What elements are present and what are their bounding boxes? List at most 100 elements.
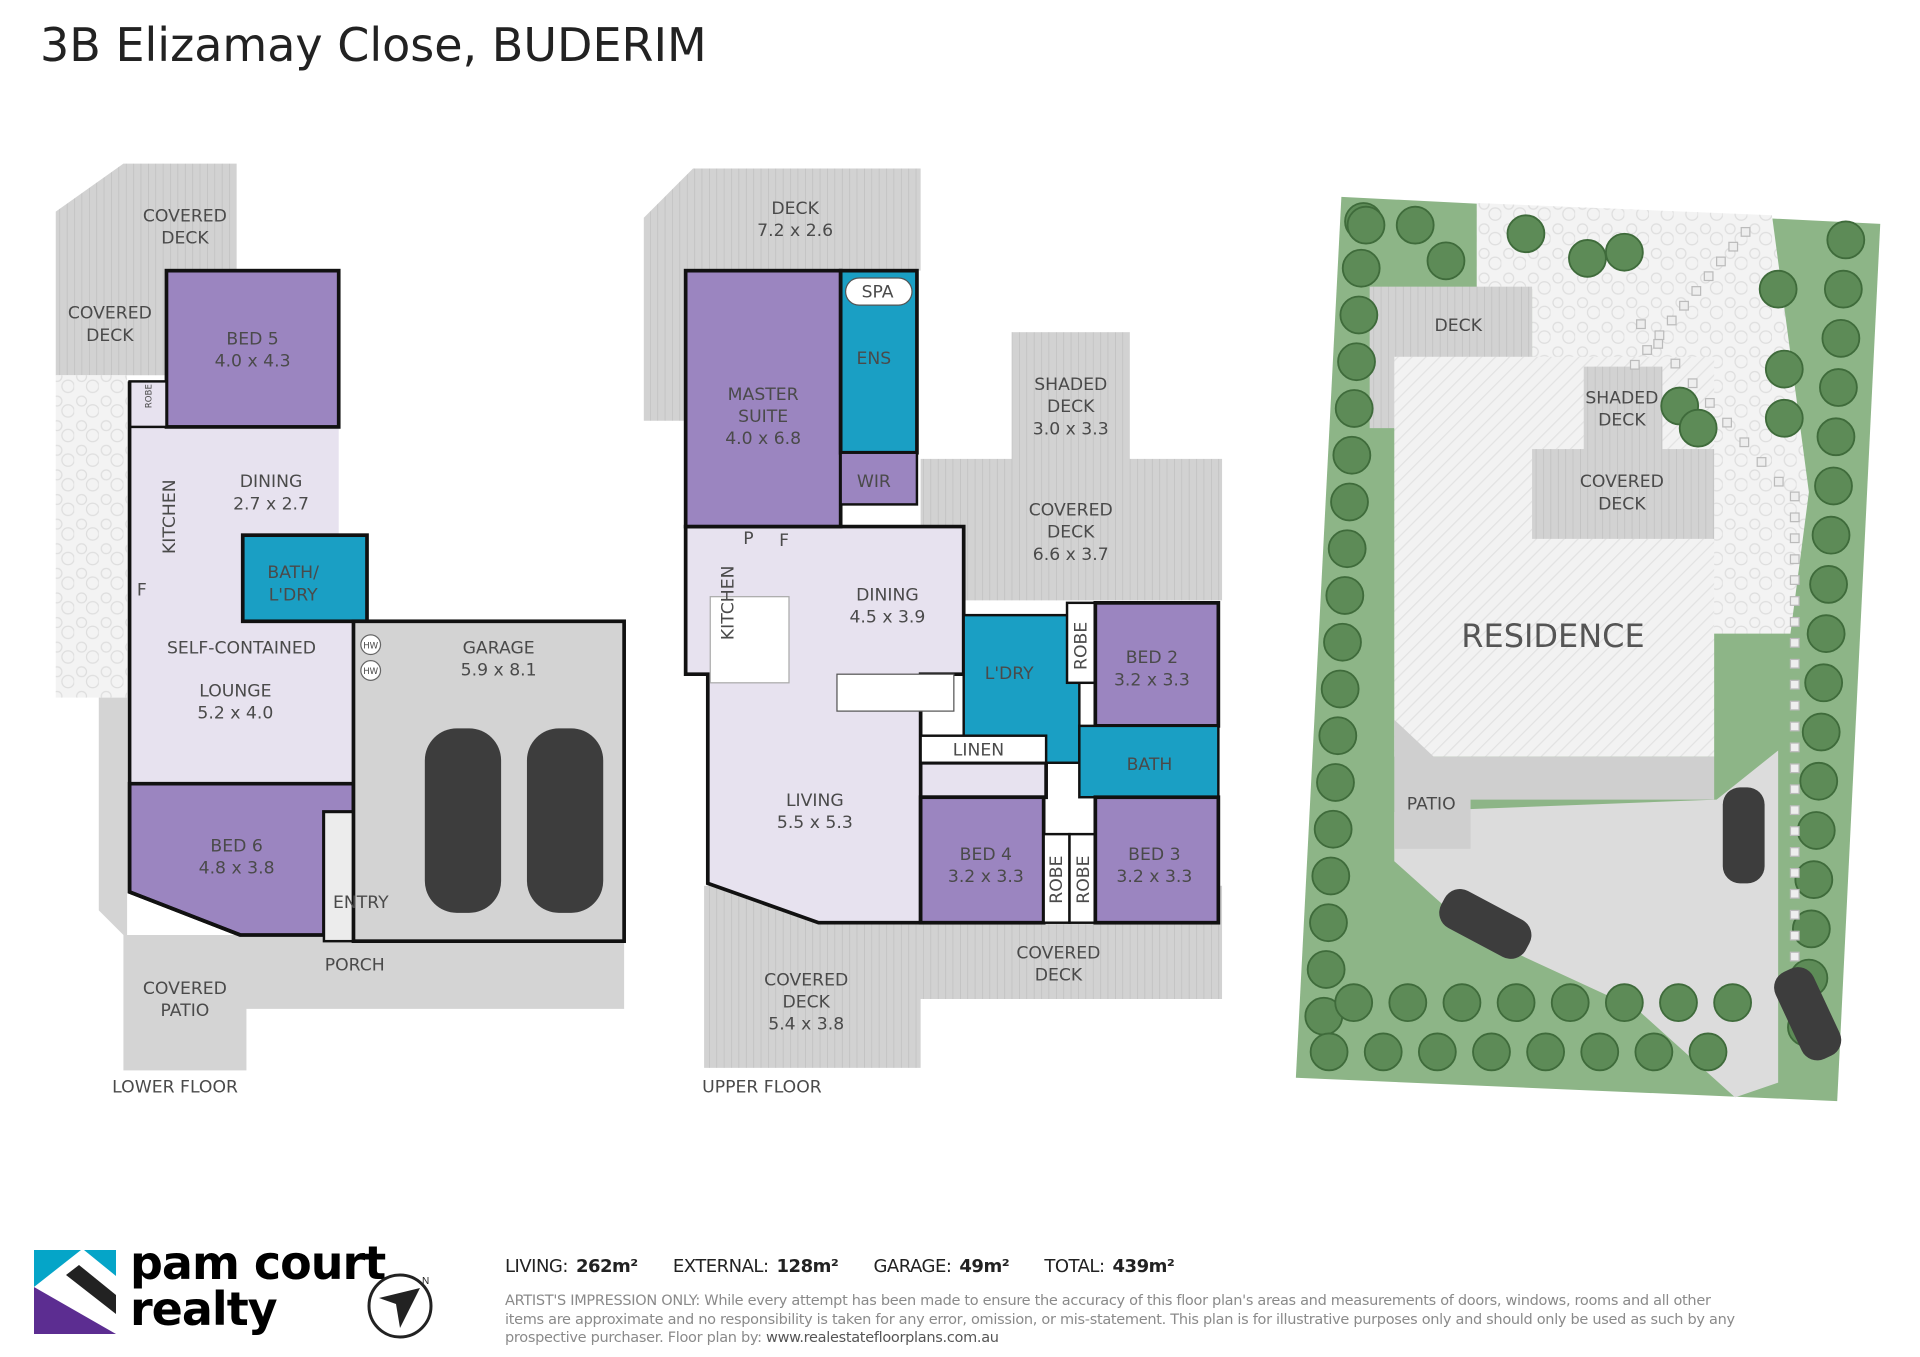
- room-bed4: [918, 795, 1046, 925]
- tree-icon: [1306, 950, 1346, 989]
- tree-icon: [1550, 983, 1590, 1023]
- hw-label: HW: [363, 641, 378, 651]
- stepping-stone: [1789, 721, 1800, 732]
- room-label: PORCH: [325, 956, 385, 976]
- tree-icon: [1339, 295, 1379, 335]
- stepping-stone: [1687, 378, 1698, 389]
- room-label: ROBE: [1072, 622, 1092, 670]
- room-label: 3.2 x 3.3: [948, 867, 1024, 887]
- stepping-stone: [1773, 476, 1784, 487]
- patio: [1394, 719, 1715, 849]
- tree-icon: [1758, 269, 1798, 309]
- stepping-stone: [1756, 457, 1767, 467]
- room-label: KITCHEN: [160, 479, 180, 554]
- room-label: ROBE: [145, 384, 155, 408]
- compass-icon: N: [367, 1273, 433, 1339]
- stepping-stone: [1789, 512, 1800, 523]
- covered-deck-top: [55, 163, 237, 376]
- tree-icon: [1363, 1032, 1403, 1072]
- tree-icon: [1327, 529, 1367, 569]
- stepping-stone: [1789, 951, 1800, 962]
- stepping-stone: [1789, 826, 1800, 836]
- tree-icon: [1826, 220, 1866, 260]
- tree-icon: [1442, 983, 1482, 1023]
- stepping-stone: [1691, 286, 1702, 296]
- room-label: KITCHEN: [719, 566, 739, 641]
- tree-icon: [1634, 1032, 1674, 1072]
- tree-icon: [1318, 716, 1358, 756]
- covered-deck-south: [704, 885, 1223, 1068]
- tree-icon: [1801, 712, 1841, 752]
- room-label: BED 3: [1128, 845, 1180, 865]
- tree-icon: [1311, 856, 1351, 896]
- tree-icon: [1320, 669, 1360, 709]
- stepping-stone: [1739, 437, 1750, 448]
- tree-icon: [1823, 269, 1863, 309]
- stepping-stone: [1704, 397, 1715, 408]
- room-label: PATIO: [160, 1001, 209, 1021]
- floorplan-link[interactable]: www.realestatefloorplans.com.au: [766, 1330, 999, 1346]
- floor-label: UPPER FLOOR: [702, 1077, 822, 1097]
- tree-icon: [1334, 389, 1374, 428]
- room-bath: [240, 533, 369, 624]
- stepping-stone: [1789, 637, 1800, 648]
- tree-icon: [1346, 205, 1386, 245]
- tree-icon: [1341, 248, 1381, 288]
- room-label: BATH/: [267, 563, 319, 583]
- tree-icon: [1332, 435, 1372, 475]
- room-label: 4.8 x 3.8: [199, 858, 275, 878]
- room-label: BATH: [1127, 755, 1173, 775]
- room-label: SPA: [862, 283, 894, 303]
- tree-icon: [1713, 983, 1752, 1023]
- room-label: L'DRY: [985, 664, 1034, 684]
- room-label: DECK: [1047, 397, 1095, 417]
- external-area: 128m²: [776, 1256, 839, 1277]
- room-label: COVERED: [764, 970, 848, 990]
- robe-2: [1042, 832, 1071, 924]
- tree-icon: [1395, 205, 1435, 245]
- tree-icon: [1472, 1032, 1511, 1072]
- room-label: LIVING: [786, 791, 844, 811]
- room-label: 4.0 x 6.8: [725, 429, 801, 449]
- room-label: GARAGE: [463, 638, 535, 658]
- hw-label: HW: [363, 667, 378, 677]
- brand-line2: realty: [130, 1282, 278, 1336]
- stepping-stone: [1642, 345, 1653, 355]
- room-label: 5.2 x 4.0: [197, 703, 273, 723]
- external-label: EXTERNAL:: [672, 1256, 769, 1277]
- tree-icon: [1764, 349, 1804, 389]
- room-label: 5.5 x 5.3: [777, 813, 853, 833]
- stepping-stone: [1716, 256, 1726, 267]
- room-label: 4.0 x 4.3: [215, 352, 291, 372]
- stepping-stone: [1654, 330, 1665, 341]
- room-label: DINING: [856, 585, 919, 605]
- room-label: L'DRY: [269, 585, 318, 605]
- tree-icon: [1417, 1032, 1457, 1072]
- garage-label: GARAGE:: [873, 1256, 952, 1277]
- room-label: BED 5: [226, 329, 278, 349]
- robe-1: [1065, 601, 1097, 685]
- tree-icon: [1806, 614, 1846, 653]
- stepping-stone: [1740, 226, 1751, 237]
- tree-icon: [1796, 811, 1836, 850]
- room-label: COVERED: [1016, 943, 1100, 963]
- stepping-stone: [1789, 679, 1800, 690]
- stepping-stone: [1789, 700, 1800, 711]
- upper-floor: DECK 7.2 x 2.6 SPA ENS MASTER SUITE 4.0 …: [643, 168, 1223, 1097]
- stepping-stone: [1728, 241, 1739, 252]
- room-label: SHADED: [1585, 389, 1658, 409]
- covered-deck-east: [920, 458, 1223, 601]
- room-label: 3.2 x 3.3: [1114, 670, 1190, 690]
- stepping-stone: [1722, 417, 1733, 428]
- tree-icon: [1811, 515, 1851, 555]
- room-label: ENTRY: [333, 893, 389, 913]
- living-area: 262m²: [575, 1256, 638, 1277]
- room-label: LOUNGE: [199, 681, 271, 701]
- room-label: 2.7 x 2.7: [233, 494, 309, 514]
- tree-icon: [1496, 983, 1536, 1023]
- stairs: [836, 673, 955, 712]
- site-plan: DECK SHADED DECK COVERED DECK RESIDENCE …: [1295, 196, 1881, 1102]
- stepping-stone: [1789, 847, 1800, 857]
- car-icon: [1439, 787, 1842, 1061]
- stepping-stone: [1666, 315, 1677, 326]
